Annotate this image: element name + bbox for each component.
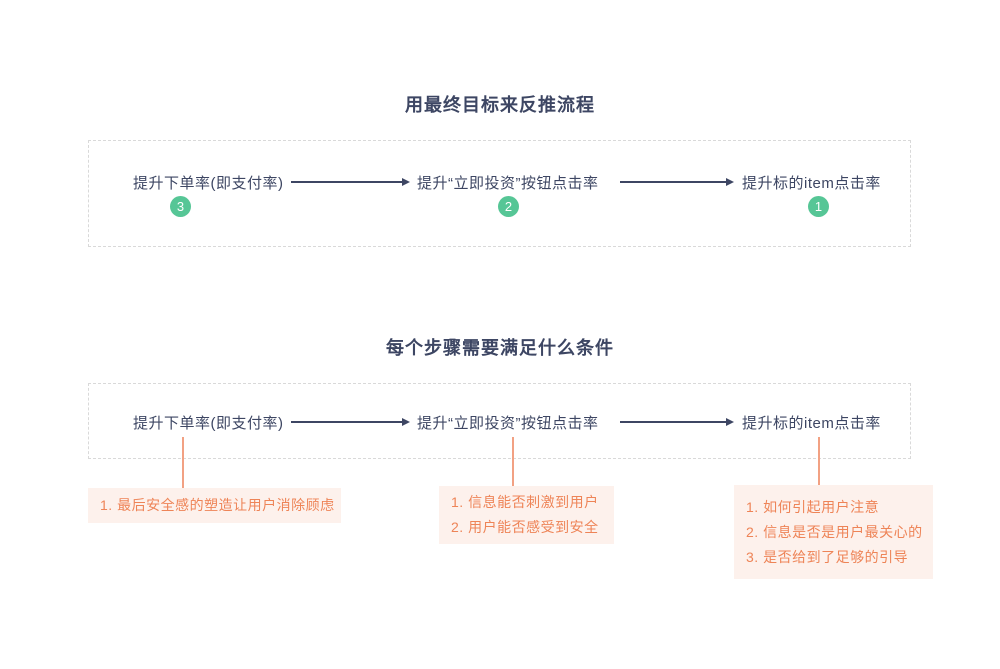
section-conditions-title: 每个步骤需要满足什么条件 — [386, 338, 614, 358]
note-box-item-click: 1. 如何引起用户注意 2. 信息是否是用户最关心的 3. 是否给到了足够的引导 — [734, 485, 933, 579]
goal-flow-container — [88, 140, 911, 247]
arrow-step2-to-step1 — [620, 418, 734, 426]
goal-step-item-click: 提升标的item点击率 — [742, 175, 881, 192]
note-item: 1. 如何引起用户注意 — [746, 498, 880, 515]
note-item: 2. 信息是否是用户最关心的 — [746, 523, 923, 540]
arrowhead-icon — [726, 178, 734, 186]
note-box-invest-button: 1. 信息能否刺激到用户 2. 用户能否感受到安全 — [439, 486, 614, 544]
arrow-step2-to-step1 — [620, 178, 734, 186]
section-goal-title: 用最终目标来反推流程 — [405, 95, 595, 115]
conditions-step-invest-button: 提升“立即投资”按钮点击率 — [417, 415, 599, 432]
note-item: 2. 用户能否感受到安全 — [451, 519, 599, 535]
conditions-step-item-click: 提升标的item点击率 — [742, 415, 881, 432]
note-box-order-rate: 1. 最后安全感的塑造让用户消除顾虑 — [88, 488, 341, 523]
conditions-step-order-rate: 提升下单率(即支付率) — [133, 415, 284, 432]
goal-step-invest-button: 提升“立即投资”按钮点击率 — [417, 175, 599, 192]
note-item: 1. 最后安全感的塑造让用户消除顾虑 — [100, 497, 335, 513]
arrow-step3-to-step2 — [291, 178, 410, 186]
connector-line-step-invest-button — [512, 437, 514, 486]
connector-line-step-item-click — [818, 437, 820, 485]
step-number-badge-3: 3 — [170, 196, 191, 217]
step-number-badge-2: 2 — [498, 196, 519, 217]
arrowhead-icon — [402, 178, 410, 186]
note-item: 3. 是否给到了足够的引导 — [746, 548, 909, 565]
arrowhead-icon — [402, 418, 410, 426]
step-number-badge-1: 1 — [808, 196, 829, 217]
arrowhead-icon — [726, 418, 734, 426]
goal-step-order-rate: 提升下单率(即支付率) — [133, 175, 284, 192]
connector-line-step-order-rate — [182, 437, 184, 488]
conditions-flow-container — [88, 383, 911, 459]
note-item: 1. 信息能否刺激到用户 — [451, 494, 599, 510]
arrow-step3-to-step2 — [291, 418, 410, 426]
